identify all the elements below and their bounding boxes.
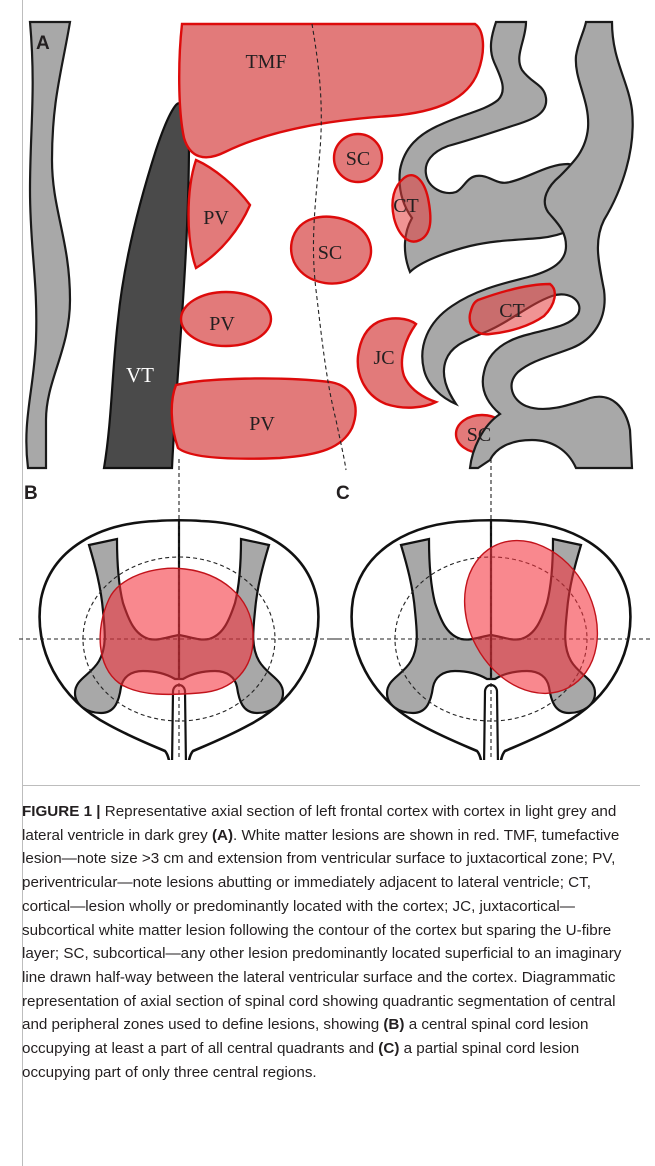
panel-a-letter: A xyxy=(36,33,50,54)
central-cord-lesion-b xyxy=(100,568,253,694)
figure-1: A TMF VT PV PV PV SC SC SC CT CT JC B C xyxy=(0,0,655,760)
label-pv-lower: PV xyxy=(249,413,275,435)
caption-figure-label: FIGURE 1 | xyxy=(22,803,101,820)
panel-c: C xyxy=(331,459,651,760)
label-pv-middle: PV xyxy=(209,313,235,335)
label-ct-lower: CT xyxy=(499,300,525,322)
label-tmf: TMF xyxy=(245,51,286,73)
caption-ref-a: (A) xyxy=(212,827,233,844)
panel-a: A TMF VT PV PV PV SC SC SC CT CT JC xyxy=(22,20,642,472)
caption-ref-c: (C) xyxy=(378,1040,399,1057)
label-jc: JC xyxy=(373,347,394,369)
caption-text-2: . White matter lesions are shown in red.… xyxy=(22,827,621,1034)
label-vt: VT xyxy=(126,363,154,387)
panel-c-letter: C xyxy=(336,483,350,504)
label-ct-upper: CT xyxy=(393,195,419,217)
panel-b-letter: B xyxy=(24,483,38,504)
panel-b: B xyxy=(19,459,339,760)
caption-ref-b: (B) xyxy=(383,1016,404,1033)
label-sc-middle: SC xyxy=(318,242,342,264)
left-cortex-strip xyxy=(26,22,70,468)
label-pv-upper: PV xyxy=(203,207,229,229)
label-sc-bottom: SC xyxy=(467,424,491,446)
label-sc-top: SC xyxy=(346,148,370,170)
figure-caption: FIGURE 1 | Representative axial section … xyxy=(22,785,640,1084)
